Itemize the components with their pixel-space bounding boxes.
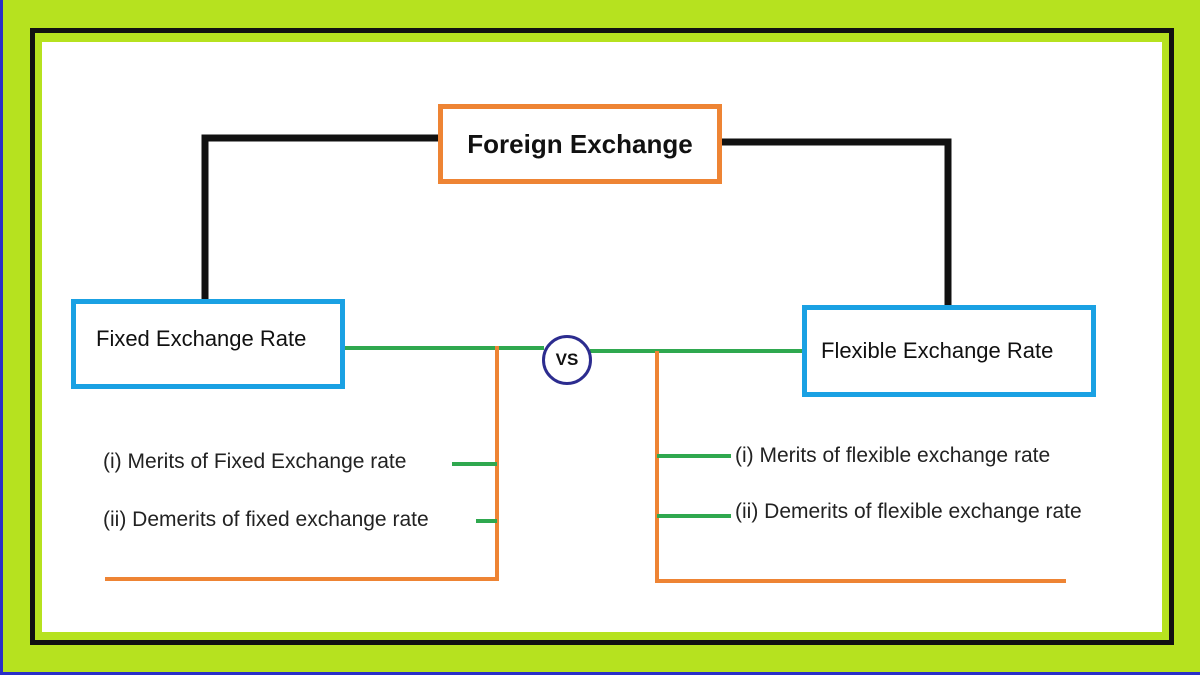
flexible-rate-label: Flexible Exchange Rate <box>821 338 1054 363</box>
vs-badge: VS <box>542 335 592 385</box>
root-node: Foreign Exchange <box>438 104 722 184</box>
root-label: Foreign Exchange <box>467 128 693 159</box>
left-branch-connector <box>201 134 442 300</box>
left-item-bracket <box>105 346 499 581</box>
flexible-demerits-item: (ii) Demerits of flexible exchange rate <box>735 500 1082 523</box>
vs-label: VS <box>555 350 579 369</box>
fixed-merits-item: (i) Merits of Fixed Exchange rate <box>103 450 407 473</box>
flexible-merits-item: (i) Merits of flexible exchange rate <box>735 444 1051 467</box>
right-branch-connector <box>718 138 952 306</box>
fixed-demerits-item: (ii) Demerits of fixed exchange rate <box>103 508 429 531</box>
flexible-rate-node: Flexible Exchange Rate <box>802 305 1096 397</box>
fixed-rate-label: Fixed Exchange Rate <box>96 326 307 351</box>
fixed-rate-node: Fixed Exchange Rate <box>71 299 345 389</box>
right-item-bracket <box>655 351 1066 583</box>
